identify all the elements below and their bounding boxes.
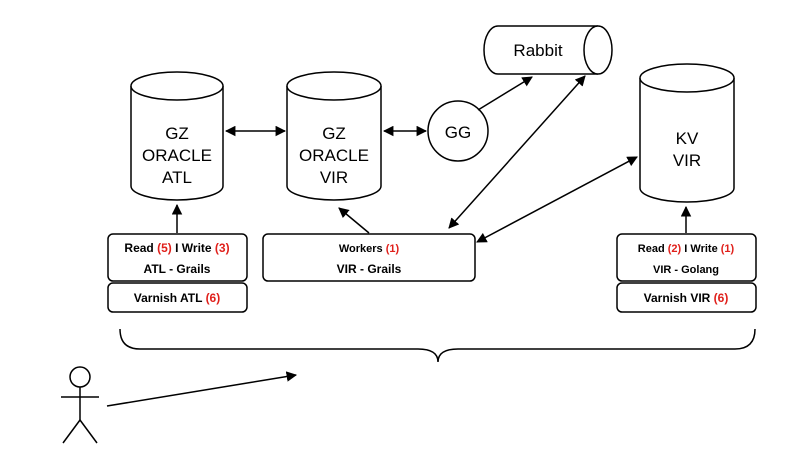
vir-golang-box: Read (2) I Write (1) VIR - Golang <box>616 233 757 282</box>
workers-to-gz-vir-arrow <box>338 207 370 234</box>
rabbit-queue: Rabbit <box>483 25 613 75</box>
rabbit-label: Rabbit <box>513 41 562 60</box>
gz-atl-line-3: ATL <box>162 168 192 187</box>
kv-vir-line-2: VIR <box>673 151 701 170</box>
atl-grails-label: ATL - Grails <box>144 262 211 276</box>
vir-golang-label: VIR - Golang <box>653 264 719 276</box>
user-actor-icon <box>61 366 99 444</box>
varnish-atl-label: Varnish ATL (6) <box>134 291 220 305</box>
vir-read-write-label: Read (2) I Write (1) <box>638 243 735 255</box>
gz-vir-line-3: VIR <box>320 168 348 187</box>
user-to-system-arrow <box>106 371 298 407</box>
workers-vir-grails-box: Workers (1) VIR - Grails <box>262 233 476 282</box>
gz-vir-line-2: ORACLE <box>299 146 369 165</box>
varnish-vir-label: Varnish VIR (6) <box>644 291 729 305</box>
atl-read-write-label: Read (5) I Write (3) <box>124 241 229 255</box>
varnish-vir-box: Varnish VIR (6) <box>616 282 757 313</box>
kv-vir-line-1: KV <box>676 129 699 148</box>
curly-brace <box>119 328 756 363</box>
workers-label: Workers (1) <box>339 243 400 255</box>
workers-rabbit-arrow <box>448 75 586 229</box>
varnish-atl-box: Varnish ATL (6) <box>107 282 248 313</box>
vir-grails-label: VIR - Grails <box>337 262 402 276</box>
gz-atl-line-1: GZ <box>165 124 189 143</box>
gz-oracle-vir-database: GZ ORACLE VIR <box>286 71 382 201</box>
gz-atl-line-2: ORACLE <box>142 146 212 165</box>
kv-vir-database: KV VIR <box>639 63 735 203</box>
gz-vir-line-1: GZ <box>322 124 346 143</box>
atl-grails-box: Read (5) I Write (3) ATL - Grails <box>107 233 248 282</box>
gg-to-rabbit-arrow <box>477 76 533 111</box>
gg-label: GG <box>445 123 471 142</box>
gz-oracle-atl-database: GZ ORACLE ATL <box>130 71 224 201</box>
workers-kv-vir-arrow <box>476 156 638 243</box>
